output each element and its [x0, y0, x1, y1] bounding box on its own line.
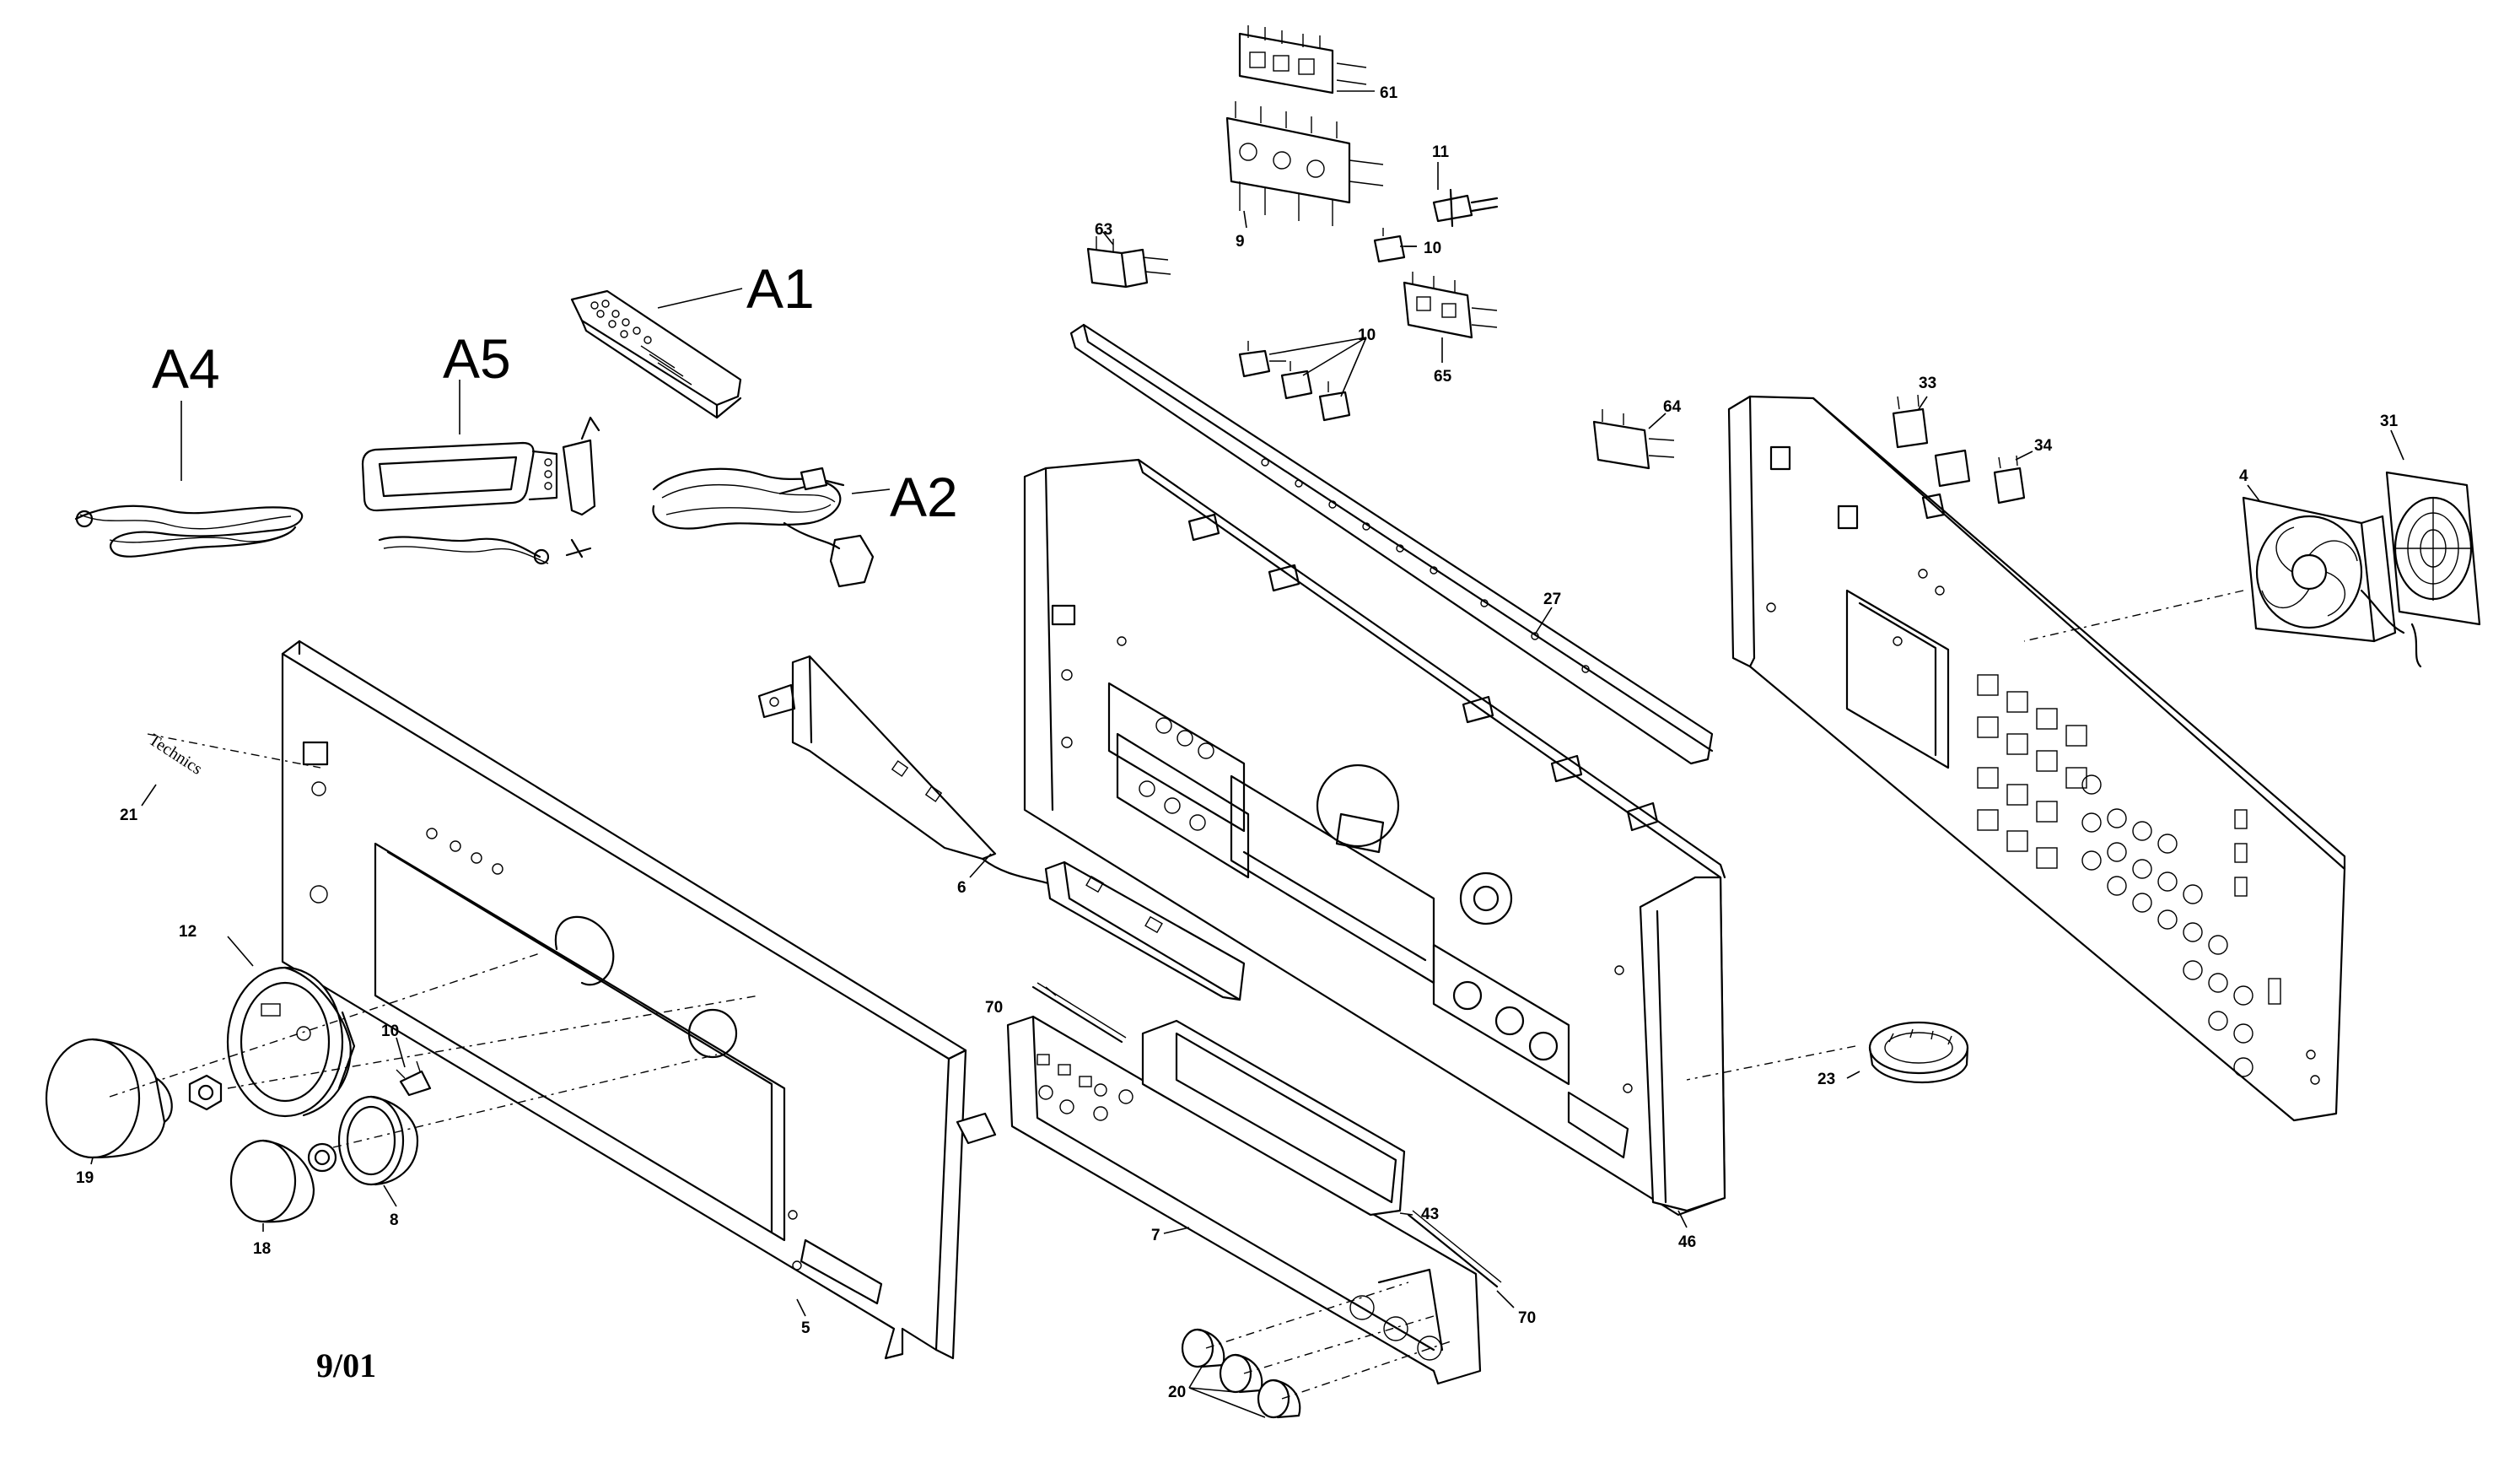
ring-8	[337, 1095, 419, 1186]
label-70-bottom: 70	[1518, 1309, 1536, 1327]
accessory-label-a1: A1	[746, 257, 815, 320]
front-panel	[281, 639, 967, 1360]
label-11: 11	[1432, 143, 1450, 161]
label-46: 46	[1678, 1233, 1696, 1251]
main-chassis-46	[1023, 458, 1726, 1217]
display-holder-7	[1006, 1015, 1482, 1385]
label-4: 4	[2239, 467, 2248, 485]
bracket-6	[757, 655, 1246, 1001]
fan-guard-31	[2385, 471, 2481, 668]
label-10-top: 10	[1424, 240, 1441, 257]
switch-63	[1086, 236, 1171, 289]
label-64: 64	[1663, 398, 1682, 416]
label-27: 27	[1543, 591, 1561, 608]
label-6: 6	[957, 879, 967, 897]
label-43: 43	[1421, 1206, 1439, 1223]
assembly-lines	[109, 590, 2244, 1400]
buttons-20	[1181, 1328, 1301, 1419]
shaft-11	[1432, 188, 1499, 228]
label-9: 9	[1236, 233, 1245, 251]
label-10-left: 10	[381, 1022, 399, 1040]
label-33: 33	[1919, 375, 1936, 392]
label-70-top: 70	[985, 999, 1003, 1017]
switch-10-small	[396, 1060, 432, 1097]
nut-18	[307, 1142, 337, 1173]
label-12: 12	[179, 923, 197, 941]
accessory-label-a2: A2	[890, 466, 958, 528]
clip-33	[1892, 394, 1929, 449]
accessory-label-a4: A4	[152, 337, 220, 400]
accessory-label-a5: A5	[443, 327, 511, 390]
small-bracket	[956, 1112, 997, 1145]
label-31: 31	[2380, 413, 2399, 430]
fm-antenna-wire	[74, 401, 304, 558]
label-23: 23	[1817, 1071, 1835, 1088]
label-65: 65	[1434, 368, 1452, 386]
rear-circuit-board	[1727, 395, 2346, 1122]
knob-18	[229, 1139, 315, 1223]
switch-board-9	[1225, 101, 1384, 226]
spring-70-bottom	[1407, 1210, 1502, 1288]
label-21: 21	[120, 807, 138, 824]
switch-64	[1592, 409, 1675, 470]
label-18: 18	[253, 1240, 271, 1258]
label-63: 63	[1095, 221, 1112, 239]
foot-23	[1868, 1021, 1969, 1083]
remote-control	[570, 289, 742, 419]
cooling-fan-4	[2242, 496, 2405, 643]
leader-lines	[90, 90, 2404, 1418]
rail-27	[1069, 323, 1714, 765]
switch-board-61	[1238, 25, 1367, 94]
nut-small	[188, 1074, 223, 1111]
switch-board-65	[1403, 272, 1498, 339]
switch-10-top	[1373, 228, 1417, 263]
label-20: 20	[1168, 1384, 1186, 1401]
label-5: 5	[801, 1319, 810, 1337]
knob-19	[45, 1038, 173, 1159]
knob-ring-12	[226, 966, 356, 1118]
brand-badge-text: Technics	[145, 731, 206, 779]
clip-34	[1993, 455, 2026, 504]
switches-10-cluster	[1238, 341, 1351, 422]
label-8: 8	[390, 1211, 399, 1229]
date-code: 9/01	[316, 1346, 376, 1384]
display-window-43	[1141, 1019, 1406, 1217]
label-10-cluster: 10	[1358, 326, 1376, 344]
am-loop-antenna	[361, 380, 600, 565]
part-number-labels: 61 11 9 63 10 10 65 64 33 34 4 31 27 6 2…	[76, 84, 2399, 1401]
ac-power-cord	[652, 467, 875, 588]
label-34: 34	[2034, 437, 2053, 455]
label-19: 19	[76, 1169, 94, 1187]
label-61: 61	[1380, 84, 1398, 102]
label-7: 7	[1151, 1227, 1160, 1244]
